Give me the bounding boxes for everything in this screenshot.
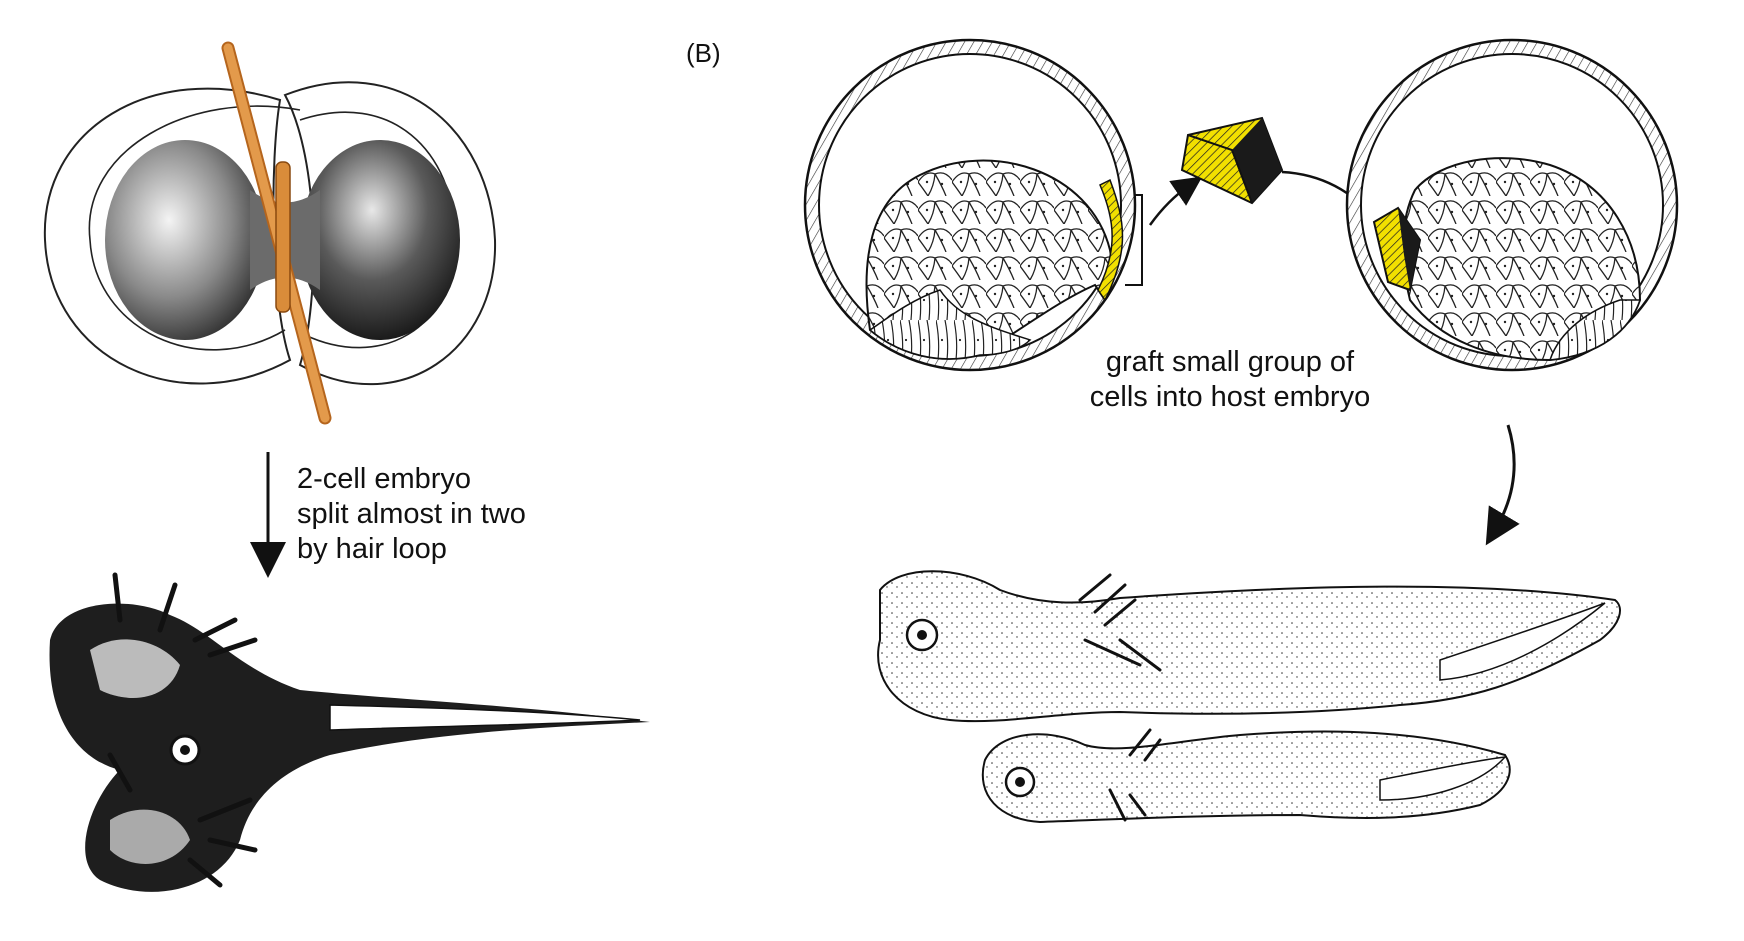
caption-a-line-1: 2-cell embryo <box>297 463 472 495</box>
caption-b-line-2: cells into host embryo <box>1089 381 1371 413</box>
twinned-host-tadpole <box>877 570 1621 824</box>
two-cell-embryo <box>43 41 497 425</box>
hair-loop <box>221 41 332 425</box>
donor-embryo <box>803 38 1143 372</box>
conjoined-twin-tadpoles <box>49 572 650 892</box>
upper-tadpole <box>877 570 1621 723</box>
grafted-tissue <box>1372 206 1422 292</box>
caption-hair-loop: 2-cell embryo split almost in two by hai… <box>297 462 526 567</box>
left-blastomere <box>105 140 265 340</box>
excised-graft-tissue <box>1180 116 1284 205</box>
caption-a-line-2: split almost in two <box>297 498 526 530</box>
caption-a-line-3: by hair loop <box>297 533 447 565</box>
arrow-excise <box>1148 176 1203 226</box>
excision-bracket <box>1125 194 1143 286</box>
arrow-down-b <box>1485 424 1520 546</box>
caption-b-line-1: graft small group of <box>1105 346 1355 378</box>
right-blastomere <box>300 140 460 340</box>
panel-b-label: (B) <box>686 38 721 68</box>
caption-graft: graft small group of cells into host emb… <box>1065 345 1395 415</box>
host-embryo <box>1345 38 1679 372</box>
